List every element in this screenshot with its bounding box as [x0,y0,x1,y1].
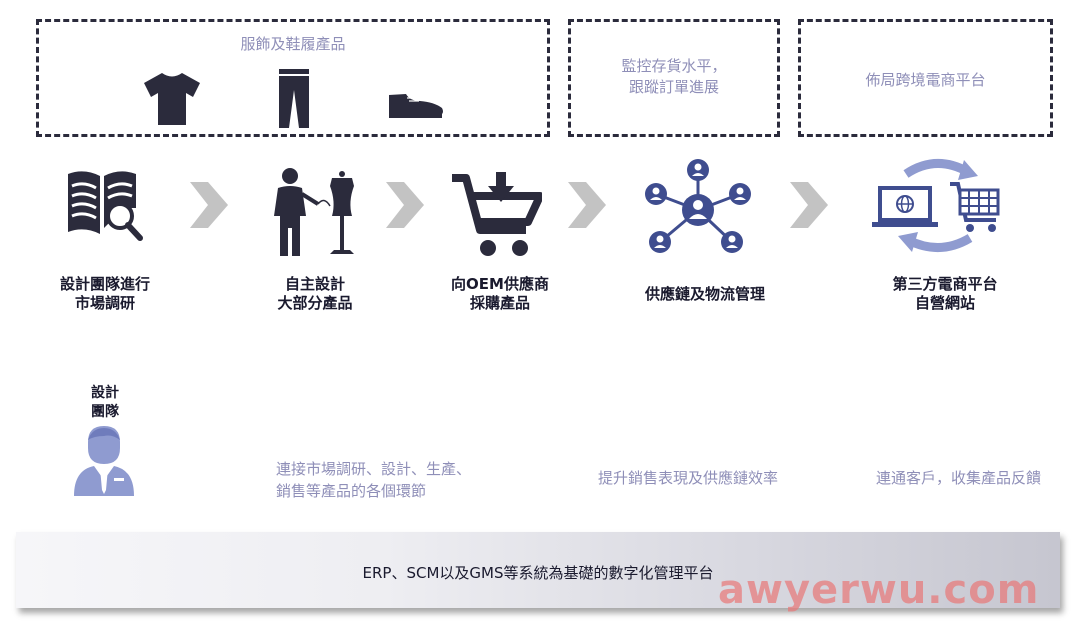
step-label-line: 大部分產品 [277,294,353,312]
step-label-design: 自主設計 大部分產品 [240,275,390,313]
book-search-icon [68,171,143,241]
step-label-ecommerce: 第三方電商平台 自營網站 [865,275,1025,313]
inventory-monitor-line-1: 監控存貨水平， [621,57,727,75]
step-label-line: 第三方電商平台 [892,275,998,293]
description-line: 銷售等產品的各個環節 [276,482,427,500]
shoe-icon [389,94,443,118]
flow-arrow-icon [568,182,606,228]
step-label-procurement: 向OEM供應商 採購產品 [420,275,580,313]
step-label-line: 採購產品 [469,294,530,312]
team-label-line: 設計 [91,385,119,401]
tshirt-icon [144,73,200,125]
product-category-box [36,19,550,137]
step-label-market-research: 設計團隊進行 市場調研 [30,275,180,313]
flow-arrow-icon [190,182,228,228]
network-people-icon [645,159,751,253]
description-line: 連通客戶，收集產品反饋 [876,469,1042,487]
step-label-line: 設計團隊進行 [59,275,150,293]
step-label-line: 向OEM供應商 [451,275,549,293]
inventory-monitor-title: 監控存貨水平， 跟蹤訂單進展 [568,56,780,98]
step-label-line: 自營網站 [914,294,975,312]
ecommerce-cycle-icon [872,159,1000,253]
platform-label: ERP、SCM以及GMS等系統為基礎的數字化管理平台 [362,564,714,582]
shopping-cart-icon [452,172,542,256]
team-person-icon [74,426,134,496]
cross-border-title: 佈局跨境電商平台 [865,71,986,89]
flow-arrow-icon [790,182,828,228]
cross-border-box [798,19,1053,137]
digital-platform-bar: ERP、SCM以及GMS等系統為基礎的數字化管理平台 [16,532,1060,608]
description-customer-feedback: 連通客戶，收集產品反饋 [876,467,1041,489]
inventory-monitor-line-2: 跟蹤訂單進展 [628,78,719,96]
pants-icon [279,69,309,128]
step-label-line: 市場調研 [74,294,135,312]
step-label-supply-chain: 供應鏈及物流管理 [620,285,790,304]
inventory-monitor-box [568,19,780,137]
step-label-line: 供應鏈及物流管理 [644,285,765,303]
watermark-text: awyerwu.com [718,567,1040,613]
step-label-line: 自主設計 [284,275,345,293]
description-line: 連接市場調研、設計、生產、 [276,460,472,478]
team-label-line: 團隊 [91,404,119,420]
designer-mannequin-icon [274,168,354,256]
description-connect-links: 連接市場調研、設計、生產、 銷售等產品的各個環節 [276,458,471,502]
flow-arrow-icon [386,182,424,228]
product-category-title: 服飾及鞋履產品 [240,35,346,53]
description-efficiency: 提升銷售表現及供應鏈效率 [598,467,778,489]
description-line: 提升銷售表現及供應鏈效率 [598,469,779,487]
design-team-label: 設計 團隊 [70,384,140,422]
